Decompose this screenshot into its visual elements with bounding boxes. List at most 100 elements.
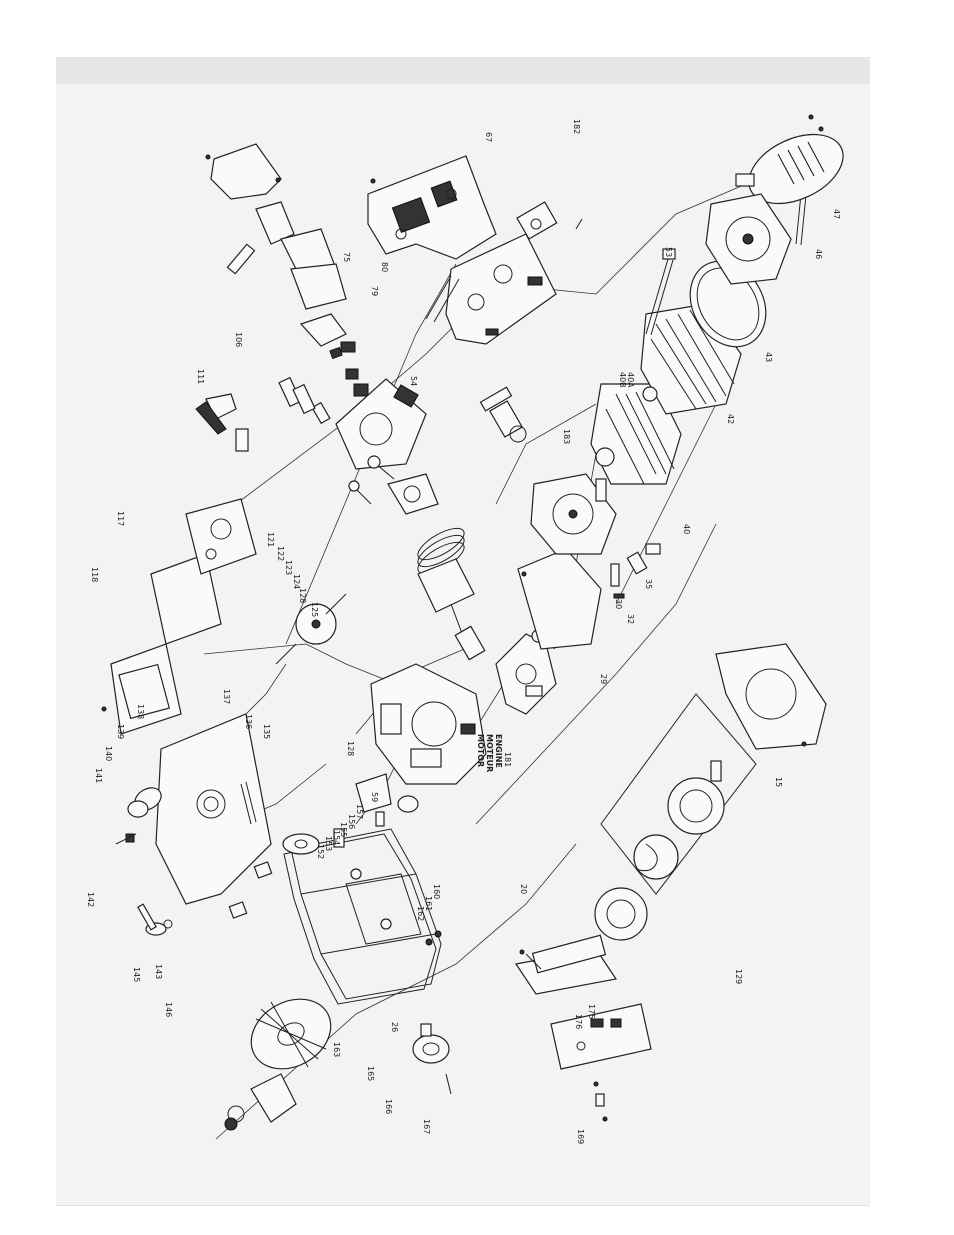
engine-label-es: MOTOR (476, 734, 485, 767)
label-137: 137 (222, 689, 231, 704)
label-122: 122 (276, 546, 285, 561)
label-169: 169 (576, 1129, 585, 1144)
label-117: 117 (116, 511, 125, 526)
label-165: 165 (366, 1066, 375, 1081)
page-header-bar (56, 57, 870, 84)
rubber-mount-part (228, 861, 273, 919)
label-79: 79 (370, 286, 379, 296)
label-106: 106 (234, 332, 243, 347)
generator-end-bell-part (530, 473, 617, 555)
rocker-parts (195, 376, 316, 435)
page-footer-rule (56, 1205, 870, 1206)
label-181: 181 (503, 752, 512, 767)
label-128: 128 (298, 588, 307, 603)
starter-cup-part (224, 1073, 297, 1131)
regulator-small-parts (610, 543, 661, 599)
engine-mount-disc-part (282, 795, 419, 855)
control-box-part (514, 934, 618, 995)
label-152: 152 (316, 844, 325, 859)
label-124: 124 (292, 574, 301, 589)
label-67: 67 (484, 132, 493, 142)
small-bracket-169 (595, 1093, 608, 1122)
label-40A: 40A (626, 372, 635, 388)
label-75: 75 (342, 252, 351, 262)
wheel-part (412, 1023, 452, 1095)
label-135: 135 (262, 724, 271, 739)
cylinder-head-part (235, 378, 439, 515)
label-125: 125 (310, 602, 319, 617)
label-136: 136 (244, 714, 253, 729)
brush-holder-part (479, 386, 527, 443)
label-139: 139 (116, 724, 125, 739)
through-bolt-parts (645, 193, 807, 336)
label-155: 155 (339, 822, 348, 837)
crankcase-cover-part (517, 548, 602, 650)
fuel-valve-part (137, 903, 173, 936)
label-145: 145 (132, 967, 141, 982)
label-129: 129 (734, 969, 743, 984)
flywheel-part (250, 998, 332, 1070)
label-15: 15 (774, 777, 783, 787)
label-166: 166 (384, 1099, 393, 1114)
label-118: 118 (90, 567, 99, 582)
label-123: 123 (284, 560, 293, 575)
valves-part (348, 455, 395, 505)
carburetor-group (290, 263, 369, 397)
label-182: 182 (572, 119, 581, 134)
fuel-cap-part (115, 787, 162, 845)
fan-housing-part (715, 643, 827, 750)
label-154: 154 (332, 830, 341, 845)
label-167: 167 (422, 1119, 431, 1134)
air-guide-cover-part (205, 143, 337, 280)
label-111: 111 (196, 369, 205, 384)
label-142: 142 (86, 892, 95, 907)
label-26: 26 (390, 1022, 399, 1032)
muffler-part (425, 201, 583, 345)
bracket-parts (355, 773, 392, 827)
label-32: 32 (626, 614, 635, 624)
control-panel-part (550, 1003, 652, 1087)
end-cover-part (748, 114, 844, 205)
label-121: 121 (266, 532, 275, 547)
label-160: 160 (432, 884, 441, 899)
label-46: 46 (814, 249, 823, 259)
label-163: 163 (332, 1042, 341, 1057)
label-143: 143 (154, 964, 163, 979)
rear-housing-part (705, 173, 792, 285)
fuel-tank-part (155, 713, 272, 905)
engine-label-fr: MOTEUR (485, 734, 494, 772)
label-176: 176 (574, 1014, 583, 1029)
label-146: 146 (164, 1002, 173, 1017)
label-40B: 40B (618, 372, 627, 388)
label-161: 161 (424, 896, 433, 911)
label-54: 54 (409, 376, 418, 386)
label-43: 43 (764, 352, 773, 362)
label-128b: 128 (346, 741, 355, 756)
camshaft-gear-part (275, 593, 347, 665)
label-162: 162 (416, 906, 425, 921)
engine-shroud-part (367, 155, 497, 260)
label-30: 30 (614, 599, 623, 609)
engine-block-part (370, 663, 487, 785)
label-140: 140 (104, 746, 113, 761)
label-42: 42 (726, 414, 735, 424)
label-138: 138 (136, 704, 145, 719)
engine-label-en: ENGINE (494, 734, 503, 768)
label-175: 175 (587, 1004, 596, 1019)
label-40: 40 (682, 524, 691, 534)
label-47: 47 (832, 209, 841, 219)
label-35: 35 (644, 579, 653, 589)
label-156: 156 (347, 814, 356, 829)
label-53: 53 (664, 247, 673, 257)
label-80: 80 (380, 262, 389, 272)
label-29: 29 (599, 674, 608, 684)
label-20: 20 (519, 884, 528, 894)
label-157: 157 (355, 804, 364, 819)
label-59: 59 (370, 792, 379, 802)
exploded-parts-diagram: 67 182 80 75 79 54 106 111 117 118 121 1… (86, 114, 844, 1144)
part-number-labels: 67 182 80 75 79 54 106 111 117 118 121 1… (86, 119, 841, 1144)
label-153: 153 (324, 836, 333, 851)
air-cleaner-part (101, 498, 257, 735)
crankshaft-part (495, 603, 585, 715)
recoil-starter-group (594, 693, 757, 941)
